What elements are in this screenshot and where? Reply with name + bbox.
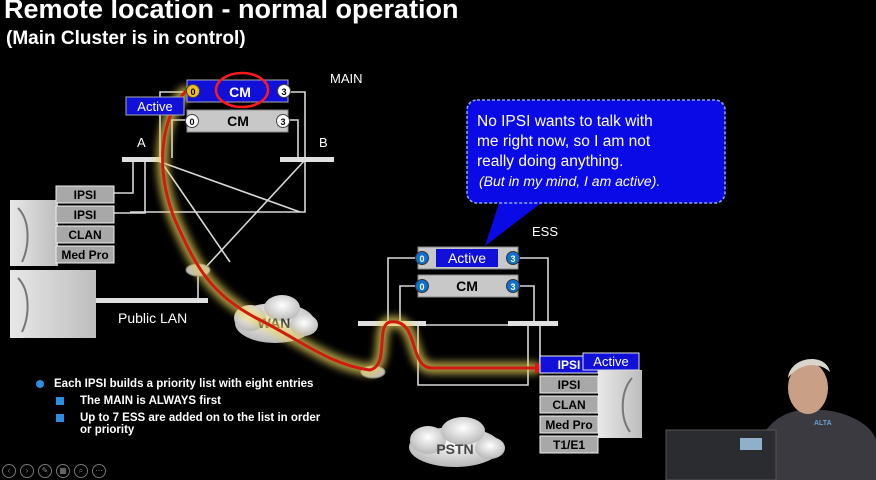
main-label: MAIN: [330, 71, 363, 86]
laptop: [665, 429, 777, 480]
main-cabinet-board-clan: CLAN: [68, 228, 101, 242]
main-cm-active-port-left: 0: [190, 87, 195, 97]
bullet-square-icon: [56, 397, 64, 405]
remote-board-ipsi-active: IPSI: [558, 358, 581, 372]
main-cabinet-board-medpro: Med Pro: [61, 248, 108, 262]
switch-b: [280, 157, 334, 162]
remote-board-clan: CLAN: [552, 398, 585, 412]
ess-cm-port-left: 0: [419, 282, 424, 292]
bullet-sub-2-text: Up to 7 ESS are added on to the list in …: [80, 412, 321, 436]
bullet-sub-1: The MAIN is ALWAYS first: [36, 395, 326, 407]
main-cabinet: IPSI IPSI CLAN Med Pro: [10, 185, 115, 338]
remote-board-medpro: Med Pro: [545, 418, 592, 432]
remote-active-tag: Active: [593, 354, 628, 369]
main-cm-standby-port-right: 3: [280, 117, 285, 127]
speech-bubble: No IPSI wants to talk with me right now,…: [466, 99, 726, 246]
bullet-sub-1-text: The MAIN is ALWAYS first: [80, 395, 222, 407]
slide-title: Remote location - normal operation: [4, 0, 459, 24]
main-active-tag-label: Active: [137, 99, 172, 114]
bullet-list: Each IPSI builds a priority list with ei…: [36, 378, 326, 441]
ess-active-port-right: 3: [510, 254, 515, 264]
pen-icon[interactable]: ✎: [38, 464, 52, 478]
callout-line-3: really doing anything.: [477, 153, 624, 170]
zoom-icon[interactable]: ⌕: [74, 464, 88, 478]
main-active-tag: Active: [125, 96, 185, 116]
ess-cm-port-right: 3: [510, 282, 515, 292]
bullet-main-text: Each IPSI builds a priority list with ei…: [54, 378, 314, 390]
bullet-sub-2: Up to 7 ESS are added on to the list in …: [36, 412, 326, 436]
main-cm-standby-port-left: 0: [189, 117, 194, 127]
callout-line-1: No IPSI wants to talk with: [477, 113, 653, 130]
slideshow-toolbar: ‹ › ✎ ▦ ⌕ ⋯: [2, 464, 106, 478]
ess-switch-right: [508, 321, 558, 326]
main-cabinet-board-ipsi-2: IPSI: [74, 208, 97, 222]
prev-slide-icon[interactable]: ‹: [2, 464, 16, 478]
ess-cm-label: CM: [456, 278, 478, 294]
remote-cabinet: IPSI IPSI CLAN Med Pro T1/E1 Active: [539, 352, 642, 454]
main-cm-active-port-right: 3: [281, 87, 286, 97]
ess-label: ESS: [532, 224, 558, 239]
remote-board-t1e1: T1/E1: [553, 438, 585, 452]
ess-active-port-left: 0: [419, 254, 424, 264]
bullet-dot-icon: [36, 380, 44, 388]
switch-b-label: B: [319, 135, 328, 150]
main-cabinet-board-ipsi-1: IPSI: [74, 188, 97, 202]
next-slide-icon[interactable]: ›: [20, 464, 34, 478]
slide-subtitle: (Main Cluster is in control): [6, 28, 246, 49]
main-cm-active-label: CM: [229, 84, 251, 100]
main-cm-standby: 0 3 CM: [185, 109, 290, 133]
pstn-cloud: PSTN: [409, 417, 505, 467]
callout-italic: (But in my mind, I am active).: [479, 173, 660, 189]
ess-active-label: Active: [448, 250, 486, 266]
public-lan-label: Public LAN: [118, 310, 187, 326]
public-lan-bar: [96, 298, 208, 303]
remote-board-ipsi: IPSI: [558, 378, 581, 392]
laptop-logo: ALTA: [814, 420, 832, 427]
active-path-highlight: [156, 86, 541, 376]
switch-a: [122, 157, 164, 162]
red-circle-annotation: [214, 71, 270, 109]
bullet-main: Each IPSI builds a priority list with ei…: [36, 378, 326, 390]
ess-cm-unit: 0 3 CM: [415, 274, 520, 298]
ess-active-unit: 0 3 Active: [415, 246, 520, 270]
main-cm-active: 0 3 CM: [186, 71, 291, 109]
main-cm-standby-label: CM: [227, 113, 249, 129]
pstn-label: PSTN: [436, 441, 473, 457]
more-options-icon[interactable]: ⋯: [92, 464, 106, 478]
callout-line-2: me right now, so I am not: [477, 133, 651, 150]
grid-view-icon[interactable]: ▦: [56, 464, 70, 478]
presenter-video: ALTA: [665, 359, 876, 480]
switch-a-label: A: [137, 135, 146, 150]
bullet-square-icon: [56, 414, 64, 422]
